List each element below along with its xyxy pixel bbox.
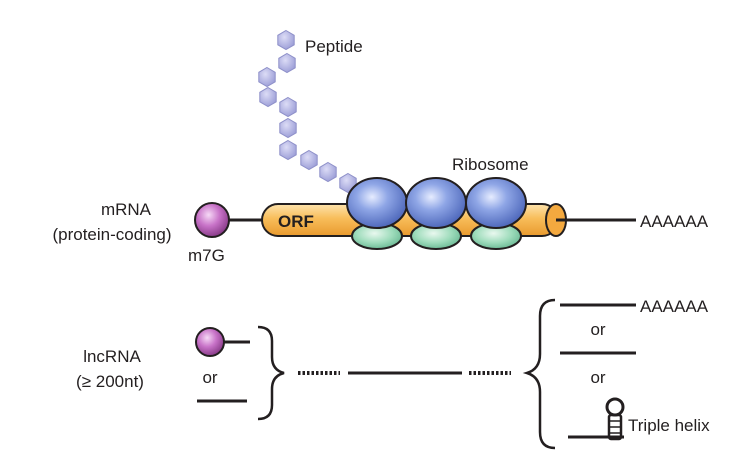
or-left-label: or: [202, 368, 217, 387]
lncrna-cap: [195, 327, 225, 357]
amino-acid-residue: [279, 96, 297, 118]
amino-acid-residue: [319, 161, 337, 183]
orf-label: ORF: [278, 212, 314, 231]
ribosome: [465, 177, 527, 250]
lncrna-polya-label: AAAAAA: [640, 297, 709, 316]
ribosome: [346, 177, 408, 250]
amino-acid-residue: [259, 86, 277, 108]
m7g-cap: [194, 202, 230, 238]
mrna-subtitle: (protein-coding): [52, 225, 171, 244]
m7g-label: m7G: [188, 246, 225, 265]
or-right-2-label: or: [590, 368, 605, 387]
triple-helix-icon: [568, 397, 625, 441]
ribosome: [405, 177, 467, 250]
mrna-polya-label: AAAAAA: [640, 212, 709, 231]
triple-helix-label: Triple helix: [628, 416, 710, 435]
or-right-1-label: or: [590, 320, 605, 339]
right-brace: [522, 298, 556, 450]
lncrna-subtitle: (≥ 200nt): [76, 372, 144, 391]
ribosomes: [346, 177, 527, 250]
peptide-chain: [258, 29, 357, 194]
mrna-label: mRNA: [101, 200, 152, 219]
ribosome-label: Ribosome: [452, 155, 529, 174]
amino-acid-residue: [258, 66, 276, 88]
left-brace: [257, 325, 285, 421]
peptide-label: Peptide: [305, 37, 363, 56]
ribosome-large-subunit: [346, 177, 408, 229]
amino-acid-residue: [278, 52, 296, 74]
amino-acid-residue: [279, 117, 297, 139]
ribosome-large-subunit: [405, 177, 467, 229]
amino-acid-residue: [300, 149, 318, 171]
amino-acid-residue: [279, 139, 297, 161]
lncrna-label: lncRNA: [83, 347, 141, 366]
ribosome-large-subunit: [465, 177, 527, 229]
amino-acid-residue: [277, 29, 295, 51]
